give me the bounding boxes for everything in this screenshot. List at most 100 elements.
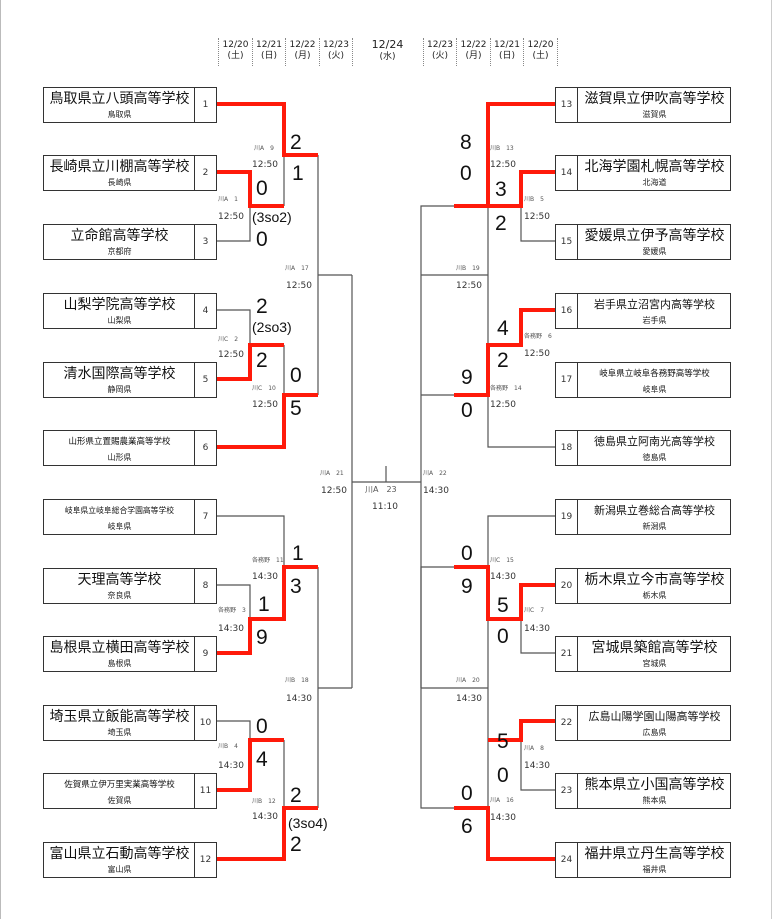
header-separator (285, 38, 286, 66)
winner-path-20 (454, 565, 555, 621)
match-score-bottom: 6 (461, 815, 473, 838)
team-box-4: 山梨学院高等学校 山梨県 4 (43, 293, 217, 329)
team-box-9: 島根県立横田高等学校 島根県 9 (43, 636, 217, 672)
team-seed: 19 (556, 500, 578, 534)
team-name: 徳島県立阿南光高等学校 (594, 435, 715, 448)
match-score-top: 4 (497, 317, 509, 340)
team-prefecture: 愛媛県 (642, 247, 667, 256)
bracket-winner-lines (217, 102, 555, 861)
day-label: (日) (260, 51, 278, 61)
bracket-line (217, 309, 251, 345)
header-date-left-4: 12/23(火) (320, 40, 352, 62)
team-box-24: 24 福井県立丹生高等学校 福井県 (555, 842, 731, 878)
match-score-top: 0 (461, 542, 473, 565)
match-score-bottom: 0 (460, 162, 472, 185)
match-score-bottom: 2 (497, 349, 509, 372)
match-court: 川A 17 (285, 265, 309, 272)
bracket-line (217, 515, 285, 567)
team-name: 岐阜県立岐阜各務野高等学校 (599, 369, 710, 379)
team-name: 北海学園札幌高等学校 (584, 159, 725, 175)
team-name: 立命館高等学校 (70, 228, 169, 244)
team-prefecture: 宮城県 (642, 659, 667, 668)
day-label: (月) (465, 51, 482, 61)
match-court: 川A 22 (423, 470, 447, 477)
team-seed: 22 (556, 706, 578, 740)
match-court: 川A 9 (254, 145, 274, 152)
match-score-top: 8 (460, 131, 472, 154)
winner-path-1 (217, 102, 318, 157)
winner-path-14 (488, 170, 555, 208)
match-time: 12:50 (218, 212, 244, 222)
team-box-20: 20 栃木県立今市高等学校 栃木県 (555, 568, 731, 604)
team-box-16: 16 岩手県立沼宮内高等学校 岩手県 (555, 293, 731, 329)
team-prefecture: 岐阜県 (642, 385, 667, 394)
team-box-23: 23 熊本県立小国高等学校 熊本県 (555, 773, 731, 809)
team-name: 広島山陽学園山陽高等学校 (588, 710, 721, 723)
team-seed: 15 (556, 225, 578, 259)
team-seed: 1 (194, 88, 216, 122)
team-box-10: 埼玉県立飯能高等学校 埼玉県 10 (43, 705, 217, 741)
match-score-bottom: 5 (290, 397, 302, 420)
match-score-bottom: 2 (495, 212, 507, 235)
bracket-line (420, 566, 454, 688)
team-seed: 24 (556, 843, 578, 877)
match-time: 12:50 (252, 400, 278, 410)
team-box-18: 18 徳島県立阿南光高等学校 徳島県 (555, 430, 731, 466)
team-prefecture: 山梨県 (107, 316, 132, 325)
date-label: 12/21 (494, 40, 520, 50)
header-date-right-1: 12/23(火) (424, 40, 456, 62)
match-score-bottom: 0 (497, 625, 509, 648)
team-seed: 20 (556, 569, 578, 603)
team-prefecture: 山形県 (107, 453, 132, 462)
header-separator (523, 38, 524, 66)
header-date-final: 12/24(水) (355, 38, 420, 64)
date-label: 12/20 (222, 40, 249, 50)
match-court: 川B 13 (490, 145, 514, 152)
winner-path-5 (217, 343, 284, 381)
team-name: 富山県立石動高等学校 (49, 846, 190, 862)
match-time: 14:30 (252, 572, 278, 582)
bracket-line (217, 720, 251, 740)
team-name: 新潟県立巻総合高等学校 (594, 504, 715, 517)
team-box-21: 21 宮城県築館高等学校 宮城県 (555, 636, 731, 672)
match-court: 各務野 6 (524, 333, 552, 340)
bracket-line (217, 584, 251, 619)
team-prefecture: 岩手県 (642, 316, 667, 325)
team-prefecture: 鳥取県 (107, 110, 132, 119)
team-seed: 9 (194, 637, 216, 671)
match-court: 川A 21 (320, 470, 344, 477)
match-time: 12:50 (490, 400, 516, 410)
team-seed: 16 (556, 294, 578, 328)
match-court: 川C 15 (490, 557, 514, 564)
match-time: 14:30 (490, 572, 516, 582)
team-prefecture: 京都府 (107, 247, 132, 256)
date-label: 12/20 (527, 40, 554, 50)
match-score-bottom: 9 (461, 575, 473, 598)
match-score-top: 5 (497, 594, 509, 617)
match-court: 川C 7 (524, 607, 545, 614)
bracket-line (520, 740, 555, 791)
team-prefecture: 岐阜県 (107, 522, 132, 531)
match-score-top: 3 (495, 178, 507, 201)
match-score-top: 9 (461, 366, 473, 389)
match-court: 川B 4 (218, 743, 238, 750)
date-label: 12/21 (256, 40, 282, 50)
team-prefecture: 奈良県 (107, 591, 132, 600)
day-label: (火) (327, 51, 345, 61)
team-prefecture: 新潟県 (642, 522, 667, 531)
day-label: (土) (532, 51, 549, 61)
team-seed: 6 (194, 431, 216, 465)
match-time: 14:30 (423, 486, 449, 496)
final-match-court: 川A 23 (365, 485, 397, 494)
bracket-connector-lines (420, 205, 454, 809)
team-name: 埼玉県立飯能高等学校 (49, 709, 190, 725)
match-court: 各務野 3 (218, 607, 246, 614)
team-box-12: 富山県立石動高等学校 富山県 12 (43, 842, 217, 878)
team-prefecture: 滋賀県 (642, 110, 667, 119)
bracket-gray-lines (217, 155, 555, 808)
match-score-top: 2 (290, 784, 302, 807)
team-box-15: 15 愛媛県立伊予高等学校 愛媛県 (555, 224, 731, 260)
page-border-left (0, 0, 1, 919)
date-label: 12/24 (371, 38, 404, 51)
team-box-14: 14 北海学園札幌高等学校 北海道 (555, 155, 731, 191)
